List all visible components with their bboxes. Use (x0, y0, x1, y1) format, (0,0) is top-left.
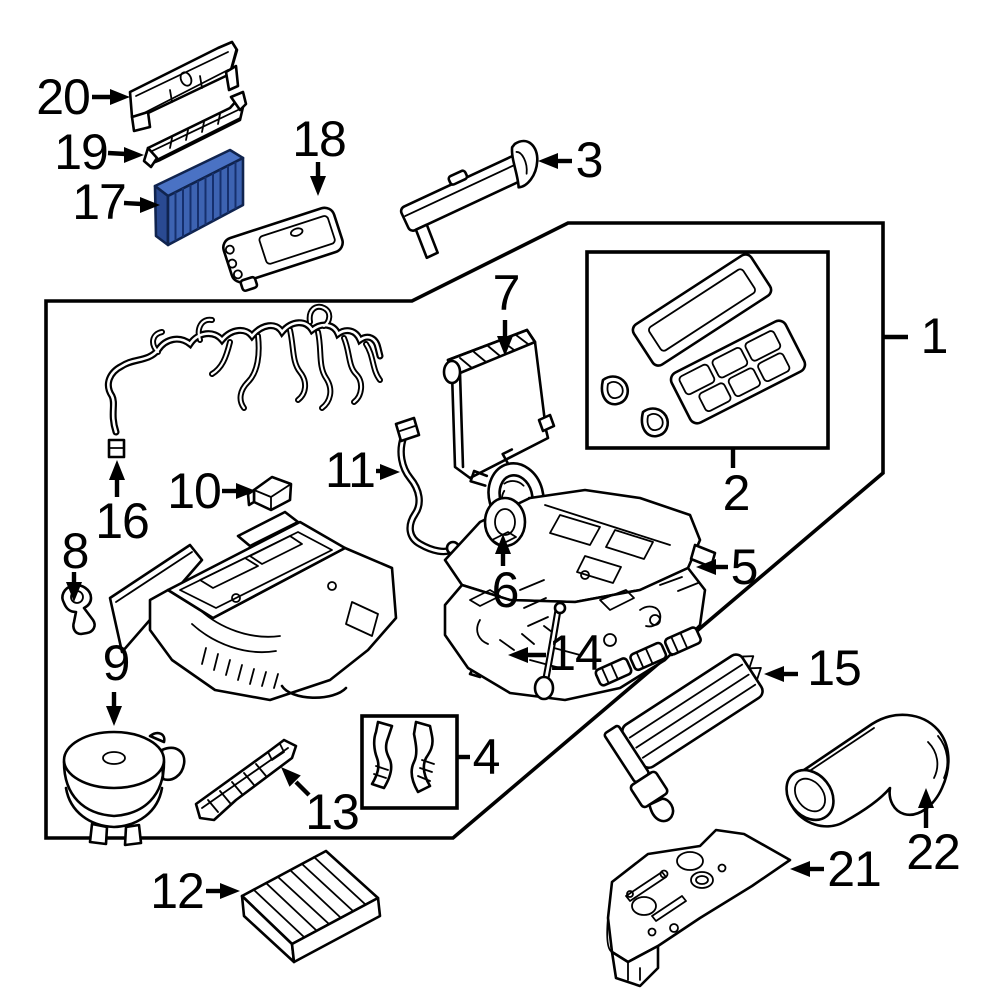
arrow-to-part-3 (538, 153, 572, 169)
part-16-harness-drawing (108, 307, 380, 459)
callout-label-8[interactable]: 8 (61, 523, 90, 579)
part-21-drawing (606, 828, 792, 988)
arrow-to-part-8 (66, 572, 82, 602)
callout-label-19[interactable]: 19 (54, 124, 109, 180)
callout-label-14[interactable]: 14 (548, 625, 603, 681)
part-3-drawing (399, 139, 539, 260)
part-7-drawing (442, 328, 556, 480)
callout-label-10[interactable]: 10 (167, 463, 222, 519)
callout-label-5[interactable]: 5 (730, 539, 759, 595)
part-10-drawing (246, 475, 293, 512)
arrow-to-part-16 (109, 460, 125, 497)
part-13-drawing (194, 738, 298, 822)
callout-label-7[interactable]: 7 (492, 265, 521, 321)
arrow-to-part-10 (222, 483, 256, 499)
arrow-to-part-6 (495, 534, 511, 566)
arrow-to-part-19 (107, 147, 144, 163)
arrow-to-part-14 (508, 647, 546, 663)
callout-label-12[interactable]: 12 (150, 863, 205, 919)
callout-label-17[interactable]: 17 (72, 174, 127, 230)
callout-label-16[interactable]: 16 (95, 493, 150, 549)
part-22-drawing (785, 713, 950, 828)
callout-label-18[interactable]: 18 (292, 111, 347, 167)
part-19-drawing (142, 90, 248, 169)
part-18-drawing (222, 206, 344, 293)
arrow-to-part-5 (696, 559, 728, 575)
part-15-drawing (603, 653, 764, 823)
callout-label-11[interactable]: 11 (325, 442, 376, 498)
part-20-drawing (128, 40, 240, 133)
arrow-to-part-7 (497, 320, 513, 356)
arrow-to-part-22 (918, 788, 934, 828)
callout-label-6[interactable]: 6 (491, 562, 520, 618)
part-2-seal-kit-drawing (600, 253, 807, 438)
arrow-to-part-12 (206, 883, 240, 899)
callout-label-3[interactable]: 3 (575, 132, 604, 188)
arrow-to-part-11 (376, 464, 400, 480)
part-4-drain-tubes-drawing (370, 720, 435, 794)
callout-label-20[interactable]: 20 (36, 69, 91, 125)
part-8-drawing (61, 584, 96, 636)
group-box-2-outline (585, 250, 830, 450)
callout-label-4[interactable]: 4 (472, 729, 501, 785)
arrow-to-part-13 (281, 767, 311, 797)
part-17-filter-highlighted[interactable] (153, 148, 245, 247)
callout-label-1[interactable]: 1 (920, 308, 949, 364)
arrow-to-part-20 (92, 89, 130, 105)
arrow-to-part-18 (310, 162, 326, 196)
callout-label-13[interactable]: 13 (305, 784, 360, 840)
callout-label-15[interactable]: 15 (807, 640, 862, 696)
group-box-4-outline (360, 714, 459, 810)
callout-label-9[interactable]: 9 (102, 635, 131, 691)
group-box-1-outline (44, 221, 885, 840)
arrow-to-part-17 (123, 197, 160, 213)
callout-label-21[interactable]: 21 (827, 841, 882, 897)
arrow-to-part-21 (790, 861, 824, 877)
part-9-drawing (62, 730, 186, 847)
arrow-to-part-15 (764, 666, 798, 682)
hvac-assembly-drawing (108, 488, 717, 702)
callout-label-2[interactable]: 2 (722, 465, 751, 521)
callout-label-22[interactable]: 22 (906, 824, 961, 880)
part-11-drawing (394, 416, 461, 556)
part-12-drawing (240, 849, 382, 964)
arrow-to-part-9 (106, 692, 122, 726)
